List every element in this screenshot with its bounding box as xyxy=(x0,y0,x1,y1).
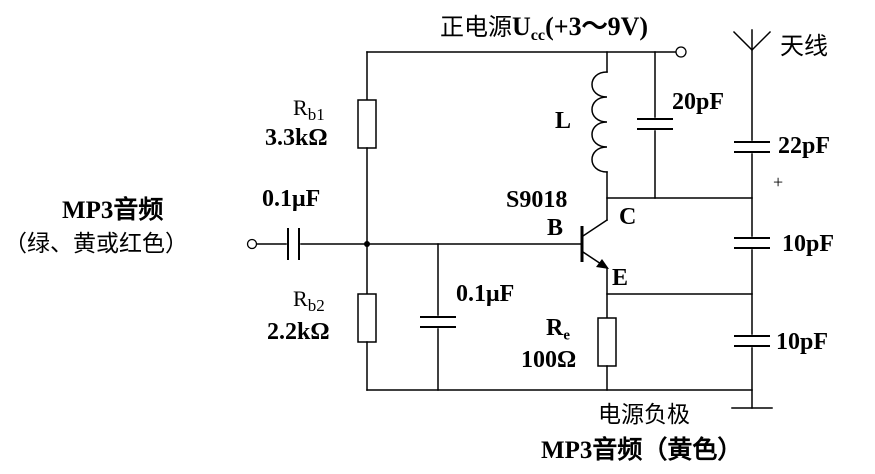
supply-terminal xyxy=(675,46,687,58)
re-value: 100Ω xyxy=(521,347,577,373)
re-resistor xyxy=(597,317,617,367)
bypass-capacitor-label: 0.1μF xyxy=(456,281,515,307)
supply-u: U xyxy=(512,12,531,41)
input-label-line1: MP3音频 xyxy=(62,197,164,224)
collector-pin-label: C xyxy=(619,204,637,230)
rb1-resistor xyxy=(357,99,377,149)
transistor-emitter-arrow xyxy=(596,259,609,269)
rb1-sub: b1 xyxy=(307,105,325,125)
polarity-mark: + xyxy=(773,172,784,192)
antenna-right-arm xyxy=(750,30,772,52)
rb2-resistor xyxy=(357,293,377,343)
input-terminal xyxy=(246,238,258,250)
antenna-capacitor-label: 22pF xyxy=(778,133,831,159)
rb2-r: R xyxy=(293,286,308,311)
inductor-coil xyxy=(591,71,608,173)
re-sub: e xyxy=(563,327,570,344)
supply-range: (+3～9V) xyxy=(545,12,649,41)
base-pin-label: B xyxy=(547,215,564,241)
rb1-r: R xyxy=(293,95,308,120)
feedback-bottom-capacitor-label: 10pF xyxy=(776,329,829,355)
base-junction-dot xyxy=(364,241,370,247)
antenna-label: 天线 xyxy=(780,32,828,60)
re-r: R xyxy=(546,315,564,341)
rb1-name: Rb1 xyxy=(293,95,325,125)
supply-label: 正电源Ucc(+3～9V) xyxy=(440,14,648,44)
rb2-value: 2.2kΩ xyxy=(267,319,330,345)
rb1-value: 3.3kΩ xyxy=(265,125,328,151)
supply-prefix: 正电源 xyxy=(440,13,512,41)
supply-symbol: Ucc xyxy=(512,12,546,44)
re-name: Re xyxy=(546,316,570,343)
input-label-line2: （绿、黄或红色） xyxy=(4,231,188,257)
transistor-model-label: S9018 xyxy=(506,187,568,213)
transistor-collector-lead xyxy=(581,218,609,238)
supply-sub: cc xyxy=(530,26,546,44)
feedback-top-capacitor-label: 10pF xyxy=(782,231,835,257)
rb2-name: Rb2 xyxy=(293,286,325,316)
tank-capacitor-label: 20pF xyxy=(672,89,725,115)
ground-label-line1: 电源负极 xyxy=(598,402,690,428)
inductor-label: L xyxy=(555,108,572,134)
emitter-pin-label: E xyxy=(612,265,629,291)
ground-label-line2: MP3音频（黄色） xyxy=(541,437,743,464)
input-capacitor-label: 0.1μF xyxy=(262,186,321,212)
rb2-sub: b2 xyxy=(307,296,325,316)
antenna-left-arm xyxy=(732,30,754,52)
